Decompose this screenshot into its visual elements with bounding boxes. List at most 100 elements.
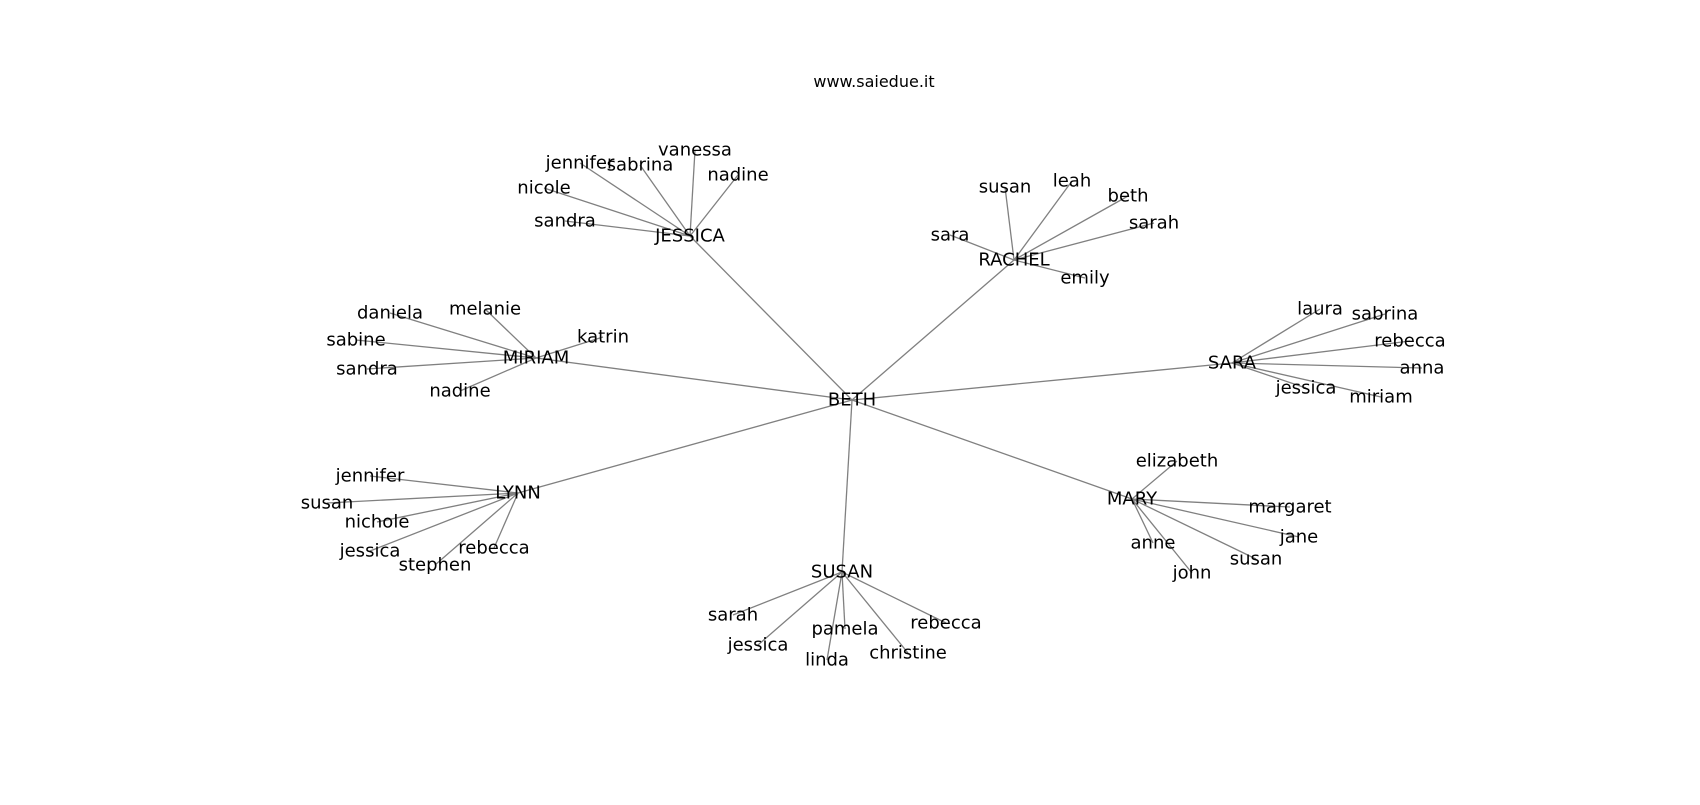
edge-hub-leaf (1013, 180, 1073, 261)
leaf-node-label: melanie (449, 299, 521, 320)
edge-hub-leaf (639, 164, 691, 237)
leaf-node-label: john (1172, 563, 1212, 584)
edge-hub-leaf (543, 187, 691, 237)
edge-root-hub (851, 362, 1233, 401)
leaf-node-label: anna (1400, 358, 1445, 379)
edge-root-hub (841, 399, 853, 573)
leaf-node-label: nichole (345, 512, 410, 533)
edge-hub-leaf (1231, 313, 1386, 364)
hub-node-label: MARY (1107, 489, 1158, 510)
leaf-node-label: nadine (707, 165, 768, 186)
hub-node-label: LYNN (495, 483, 541, 504)
leaf-node-label: jessica (727, 635, 789, 656)
leaf-node-label: sara (931, 225, 970, 246)
leaf-node-label: vanessa (658, 140, 732, 161)
leaf-node-label: jennifer (335, 466, 405, 487)
leaf-node-label: emily (1060, 268, 1110, 289)
edge-hub-leaf (1231, 362, 1382, 398)
leaf-node-label: sabine (326, 330, 385, 351)
hub-node-label: RACHEL (978, 250, 1049, 271)
edge-hub-leaf (355, 339, 537, 359)
edge-hub-leaf (369, 492, 519, 552)
edge-hub-leaf (841, 571, 947, 624)
edge-hub-leaf (1004, 186, 1015, 261)
hub-node-label: SUSAN (811, 562, 873, 583)
edge-root-hub (535, 357, 853, 401)
edge-hub-leaf (493, 492, 519, 549)
edge-hub-leaf (369, 475, 519, 494)
edge-hub-leaf (1131, 498, 1300, 538)
edge-hub-leaf (389, 312, 537, 359)
leaf-node-label: susan (301, 493, 354, 514)
leaf-node-label: jessica (339, 541, 401, 562)
edge-hub-leaf (579, 162, 691, 237)
edge-hub-leaf (1131, 498, 1291, 508)
edge-hub-leaf (841, 571, 846, 630)
leaf-node-label: jennifer (545, 153, 615, 174)
edge-root-hub (517, 399, 853, 494)
leaf-node-label: margaret (1248, 497, 1331, 518)
leaf-node-label: christine (869, 643, 947, 664)
leaf-node-label: sarah (1129, 213, 1179, 234)
hub-node-label: SARA (1208, 353, 1257, 374)
edge-hub-leaf (757, 571, 843, 646)
edge-hub-leaf (826, 571, 843, 661)
edge-hub-leaf (732, 571, 843, 616)
edge-hub-leaf (1013, 259, 1086, 279)
leaf-node-label: nicole (517, 178, 570, 199)
page-title: www.saiedue.it (813, 72, 935, 91)
edge-hub-leaf (484, 308, 537, 359)
edge-hub-leaf (376, 492, 519, 523)
edge-hub-leaf (689, 174, 739, 237)
leaf-node-label: beth (1108, 186, 1149, 207)
leaf-node-label: elizabeth (1136, 451, 1219, 472)
edges-layer (326, 149, 1423, 661)
edge-hub-leaf (1013, 222, 1155, 261)
edge-hub-leaf (535, 336, 604, 359)
leaf-node-label: sandra (336, 359, 398, 380)
leaf-node-label: susan (979, 177, 1032, 198)
edge-hub-leaf (1231, 308, 1321, 364)
hub-node-label: JESSICA (654, 226, 725, 247)
leaf-node-label: pamela (811, 619, 878, 640)
leaf-node-label: miriam (1349, 387, 1413, 408)
leaf-node-label: daniela (357, 303, 423, 324)
edge-hub-leaf (326, 492, 519, 504)
leaf-node-label: anne (1131, 533, 1176, 554)
edge-hub-leaf (841, 571, 909, 654)
edge-hub-leaf (1131, 498, 1154, 544)
edge-hub-leaf (1231, 340, 1411, 364)
edge-hub-leaf (949, 234, 1015, 261)
edge-hub-leaf (434, 492, 519, 566)
leaf-node-label: jessica (1275, 378, 1337, 399)
edge-root-hub (851, 399, 1133, 500)
leaf-node-label: nadine (429, 381, 490, 402)
labels-layer: BETHJESSICAvanessasabrinajennifernadinen… (301, 140, 1446, 671)
leaf-node-label: rebecca (458, 538, 529, 559)
edge-hub-leaf (459, 357, 537, 392)
edge-hub-leaf (689, 149, 696, 237)
edge-hub-leaf (1231, 362, 1423, 369)
root-node-label: BETH (828, 390, 876, 411)
leaf-node-label: katrin (577, 327, 629, 348)
leaf-node-label: rebecca (1374, 331, 1445, 352)
leaf-node-label: stephen (399, 555, 472, 576)
leaf-node-label: laura (1297, 299, 1343, 320)
leaf-node-label: leah (1053, 171, 1092, 192)
leaf-node-label: sabrina (607, 155, 674, 176)
edge-hub-leaf (1131, 460, 1178, 500)
edge-hub-leaf (564, 220, 691, 237)
leaf-node-label: susan (1230, 549, 1283, 570)
edge-root-hub (689, 235, 853, 401)
leaf-node-label: linda (805, 650, 849, 671)
edge-hub-leaf (1131, 498, 1193, 574)
edge-hub-leaf (1131, 498, 1257, 560)
edge-hub-leaf (1231, 362, 1307, 389)
leaf-node-label: sandra (534, 211, 596, 232)
hub-node-label: MIRIAM (503, 348, 570, 369)
edge-root-hub (851, 259, 1015, 401)
leaf-node-label: jane (1279, 527, 1319, 548)
leaf-node-label: sarah (708, 605, 758, 626)
